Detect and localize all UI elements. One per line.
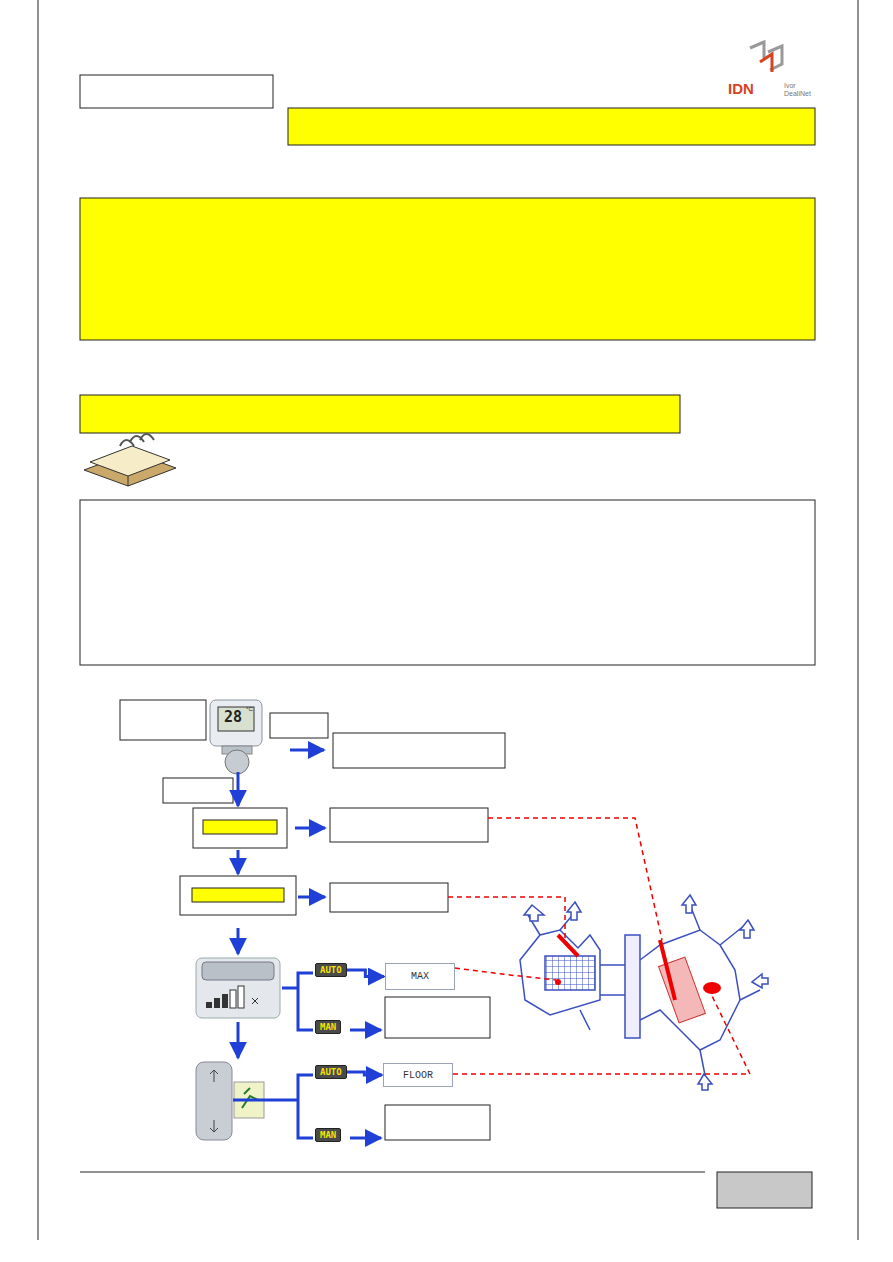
mode-tag: MAN xyxy=(315,1020,341,1034)
flow-arrow xyxy=(347,1072,382,1075)
mode-tag: AUTO xyxy=(315,963,347,977)
mode-tag: MAN xyxy=(315,1128,341,1142)
display-unit: °C xyxy=(246,706,253,712)
logo-mark xyxy=(750,42,782,72)
mode-tag: AUTO xyxy=(315,1065,347,1079)
control-dial xyxy=(210,700,262,774)
node-text: MAN xyxy=(320,1022,336,1032)
node-text: FLOOR xyxy=(403,1070,433,1081)
value-box: FLOOR xyxy=(383,1063,453,1087)
value-box: MAX xyxy=(385,963,455,990)
flow-arrow xyxy=(347,970,384,977)
node-text: AUTO xyxy=(320,1067,342,1077)
logo-subtext: Ivor DealiNet xyxy=(784,82,824,97)
node-text: MAN xyxy=(320,1130,336,1140)
book-icon xyxy=(84,434,176,486)
node-text: AUTO xyxy=(320,965,342,975)
fan-icon xyxy=(196,958,280,1018)
node-text: MAX xyxy=(411,971,429,982)
logo-text: IDN xyxy=(728,80,754,97)
leader-line xyxy=(448,818,750,1074)
hvac-unit-illustration xyxy=(520,895,768,1090)
display-reading: 28 xyxy=(224,708,242,726)
